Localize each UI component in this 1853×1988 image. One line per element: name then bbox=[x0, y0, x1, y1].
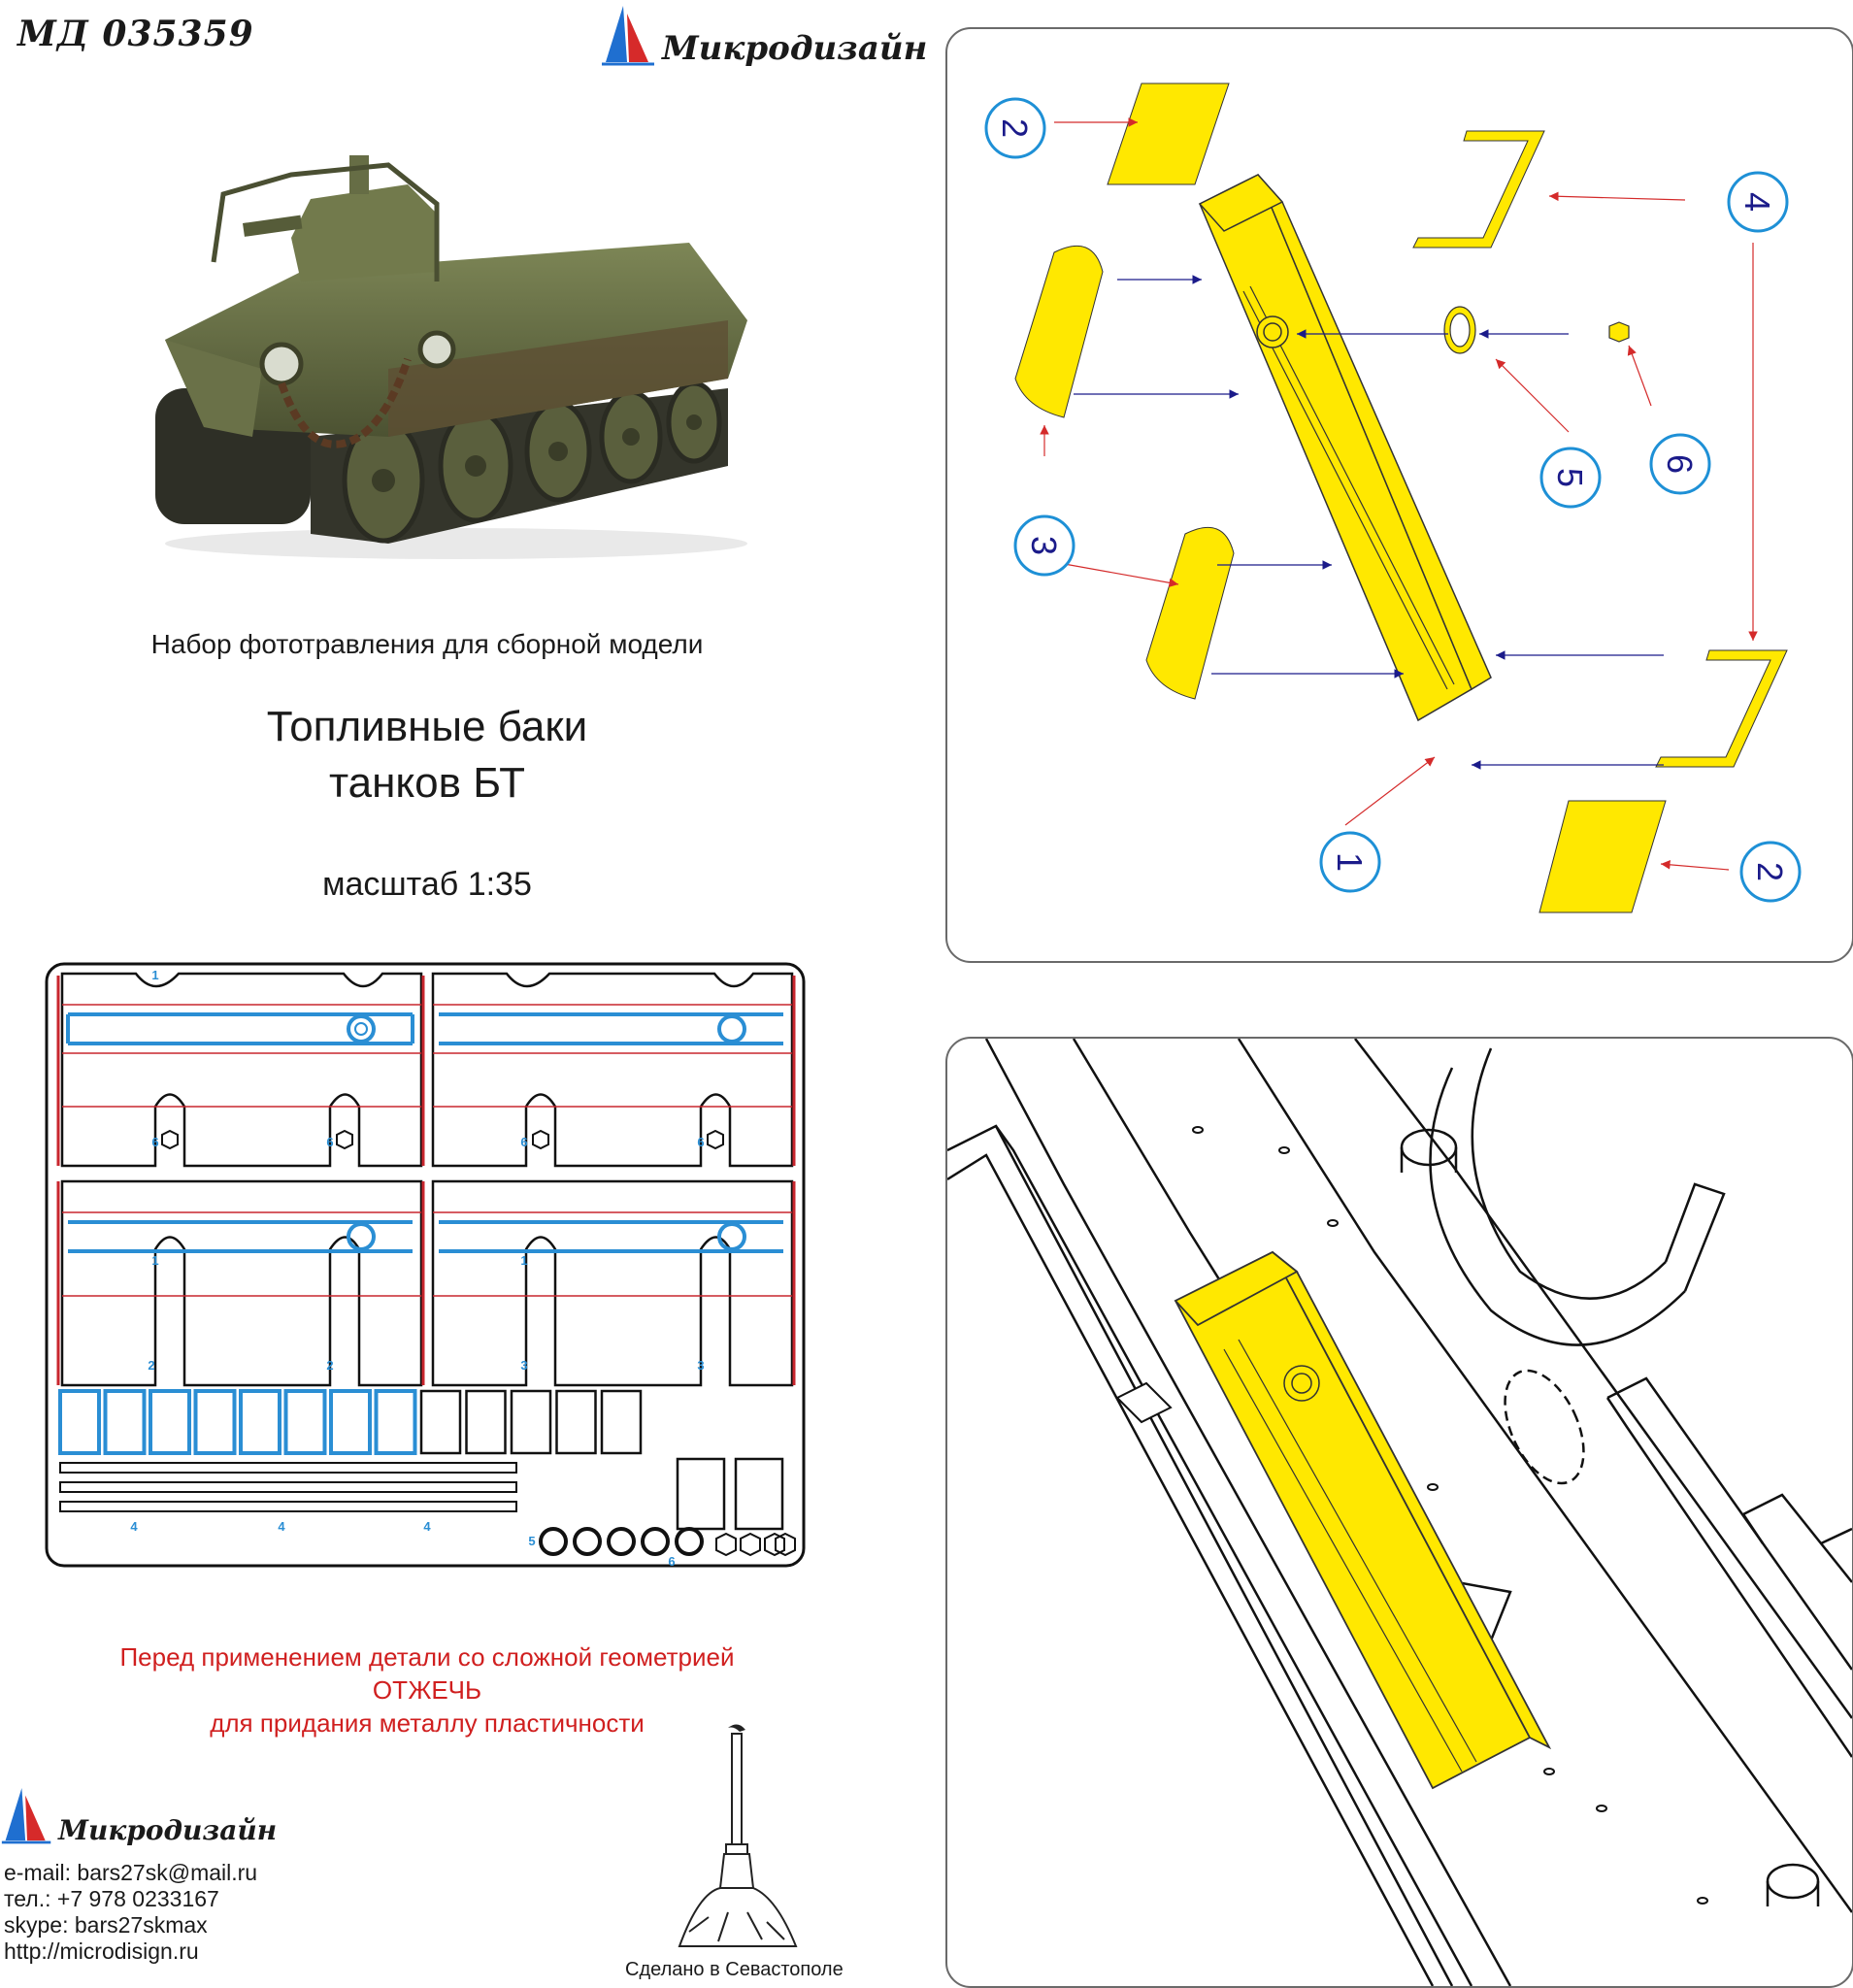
contact-website[interactable]: http://microdisign.ru bbox=[4, 1938, 199, 1964]
fret-tank-part bbox=[56, 972, 425, 1168]
fret-part-number: 6 bbox=[668, 1554, 675, 1569]
fret-part-number: 3 bbox=[697, 1358, 704, 1373]
fret-nuts bbox=[715, 1532, 796, 1557]
fret-tank-part bbox=[431, 972, 796, 1168]
fret-cover-plates bbox=[676, 1457, 784, 1531]
contact-skype: skype: bars27skmax bbox=[4, 1912, 208, 1938]
fret-part-number: 4 bbox=[278, 1519, 285, 1534]
product-code: МД 035359 bbox=[17, 14, 254, 54]
fret-end-panel bbox=[510, 1389, 552, 1455]
fret-end-panel bbox=[419, 1389, 462, 1455]
fret-part-number: 4 bbox=[423, 1519, 431, 1534]
assembly-diagram: 2 4 3 5 6 1 2 bbox=[984, 83, 1802, 913]
fret-part-number: 6 bbox=[520, 1135, 527, 1149]
callout-circle bbox=[1727, 171, 1789, 233]
fret-tank-part bbox=[431, 1179, 796, 1387]
fret-part-number: 3 bbox=[520, 1358, 527, 1373]
installation-diagram bbox=[947, 1039, 1852, 1986]
fret-part-number: 1 bbox=[520, 1253, 527, 1268]
fret-end-panel bbox=[600, 1389, 643, 1455]
fret-part-number: 2 bbox=[148, 1358, 154, 1373]
made-in-label: Сделано в Севастополе bbox=[625, 1959, 844, 1980]
brand-logo-bottom: Микродизайн bbox=[0, 1784, 277, 1846]
fret-end-panel bbox=[555, 1389, 597, 1455]
callout-circle bbox=[984, 97, 1046, 159]
installation-diagram-panel bbox=[945, 1037, 1853, 1988]
contact-email[interactable]: e-mail: bars27sk@mail.ru bbox=[4, 1860, 258, 1885]
contact-info: e-mail: bars27sk@mail.ru тел.: +7 978 02… bbox=[4, 1860, 257, 1965]
kit-subtitle: Набор фототравления для сборной модели bbox=[150, 629, 704, 659]
warning-line1: Перед применением детали со сложной геом… bbox=[119, 1642, 735, 1672]
callout-circle bbox=[1539, 447, 1602, 509]
callout-circle bbox=[1013, 514, 1075, 577]
fret-end-panel bbox=[465, 1389, 507, 1455]
callout-number: 6 bbox=[1660, 454, 1700, 474]
callout-number: 5 bbox=[1550, 468, 1590, 487]
callout-number: 2 bbox=[1750, 862, 1790, 881]
fret-end-panel bbox=[103, 1389, 147, 1455]
fret-end-panel bbox=[149, 1389, 191, 1455]
callout-number: 4 bbox=[1737, 192, 1777, 212]
kit-title: Топливные баки танков БТ bbox=[0, 699, 854, 812]
photo-etch-fret: 1 6 6 6 6 1 1 2 2 3 3 4 4 4 5 6 bbox=[45, 962, 806, 1569]
fret-end-panels bbox=[58, 1389, 643, 1455]
fret-rings bbox=[539, 1527, 704, 1556]
fret-end-panel bbox=[374, 1389, 417, 1455]
annealing-warning: Перед применением детали со сложной геом… bbox=[0, 1640, 854, 1740]
callout-number: 1 bbox=[1330, 852, 1370, 872]
fret-part-number: 6 bbox=[326, 1135, 333, 1149]
monument-icon bbox=[678, 1724, 798, 1947]
kit-title-line1: Топливные баки bbox=[266, 703, 588, 750]
brand-name: Микродизайн bbox=[662, 29, 928, 68]
fret-part-number: 4 bbox=[130, 1519, 138, 1534]
callout-number: 3 bbox=[1024, 536, 1064, 555]
kit-title-line2: танков БТ bbox=[328, 759, 526, 807]
warning-line3: для придания металлу пластичности bbox=[210, 1708, 645, 1738]
fret-part-number: 5 bbox=[528, 1534, 535, 1548]
fret-tank-part bbox=[56, 1179, 425, 1387]
fret-end-panel bbox=[239, 1389, 281, 1455]
assembly-diagram-panel: 2 4 3 5 6 1 2 bbox=[945, 27, 1853, 963]
fret-part-number: 2 bbox=[326, 1358, 333, 1373]
brand-logo-top: Микродизайн bbox=[600, 2, 927, 68]
fret-part-number: 1 bbox=[151, 968, 158, 982]
sail-logo-icon bbox=[1, 1788, 51, 1844]
contact-phone: тел.: +7 978 0233167 bbox=[4, 1886, 219, 1911]
callout-circle bbox=[1739, 841, 1802, 903]
fret-end-panel bbox=[283, 1389, 327, 1455]
sail-logo-icon bbox=[602, 6, 654, 66]
tank-photo bbox=[155, 155, 747, 559]
fret-bracket-strips bbox=[59, 1462, 517, 1512]
fret-part-number: 1 bbox=[151, 1253, 158, 1268]
callout-number: 2 bbox=[995, 118, 1035, 138]
callout-circle bbox=[1319, 831, 1381, 893]
kit-scale: масштаб 1:35 bbox=[322, 866, 532, 903]
fret-part-number: 6 bbox=[151, 1135, 158, 1149]
fret-end-panel bbox=[329, 1389, 372, 1455]
callout-circle bbox=[1649, 433, 1711, 495]
fret-end-panel bbox=[58, 1389, 101, 1455]
fret-part-number: 6 bbox=[697, 1135, 704, 1149]
brand-name: Микродизайн bbox=[58, 1814, 278, 1846]
fret-end-panel bbox=[193, 1389, 237, 1455]
warning-line2: ОТЖЕЧЬ bbox=[372, 1675, 482, 1705]
